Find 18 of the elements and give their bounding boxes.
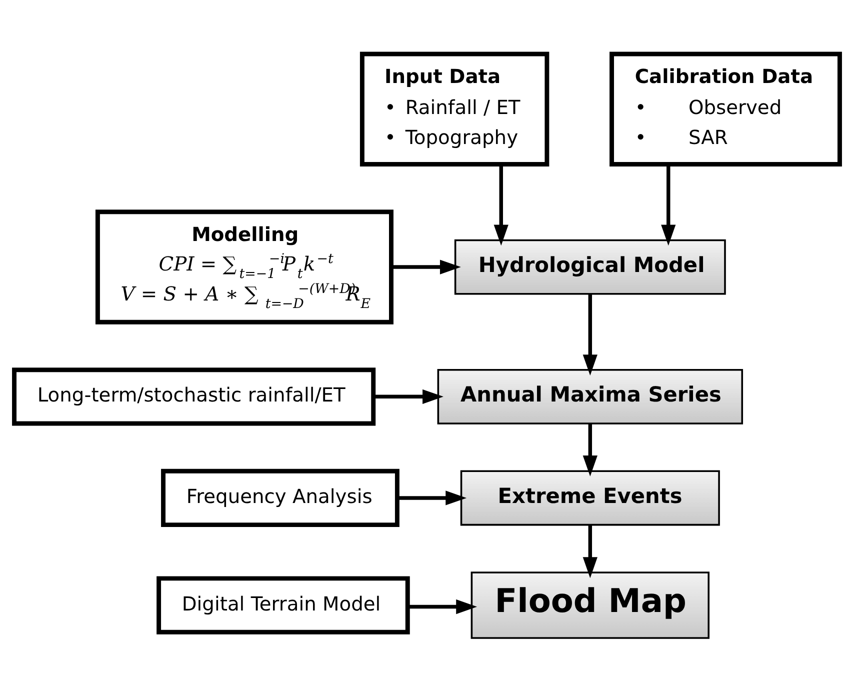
node-box: Digital Terrain Model bbox=[156, 576, 410, 634]
arrow bbox=[582, 424, 598, 476]
arrow bbox=[494, 164, 508, 246]
node-box: Annual Maxima Series bbox=[437, 368, 744, 424]
node-box: Long-term/stochastic rainfall/ET bbox=[12, 368, 376, 426]
node-box: Input Data • Rainfall / ET • Topography bbox=[360, 52, 550, 166]
node-box: Flood Map bbox=[470, 572, 710, 639]
node-box: Calibration Data • Observed • SAR bbox=[610, 52, 842, 166]
node-box: Hydrological Model bbox=[454, 239, 726, 295]
arrow bbox=[373, 389, 444, 404]
arrow bbox=[408, 599, 477, 614]
node-box: Frequency Analysis bbox=[161, 468, 400, 528]
arrow bbox=[661, 164, 676, 246]
node-box: Extreme Events bbox=[460, 470, 720, 526]
arrow bbox=[392, 260, 461, 274]
arrow bbox=[582, 294, 598, 376]
arrow bbox=[582, 525, 598, 578]
arrow bbox=[397, 490, 467, 506]
